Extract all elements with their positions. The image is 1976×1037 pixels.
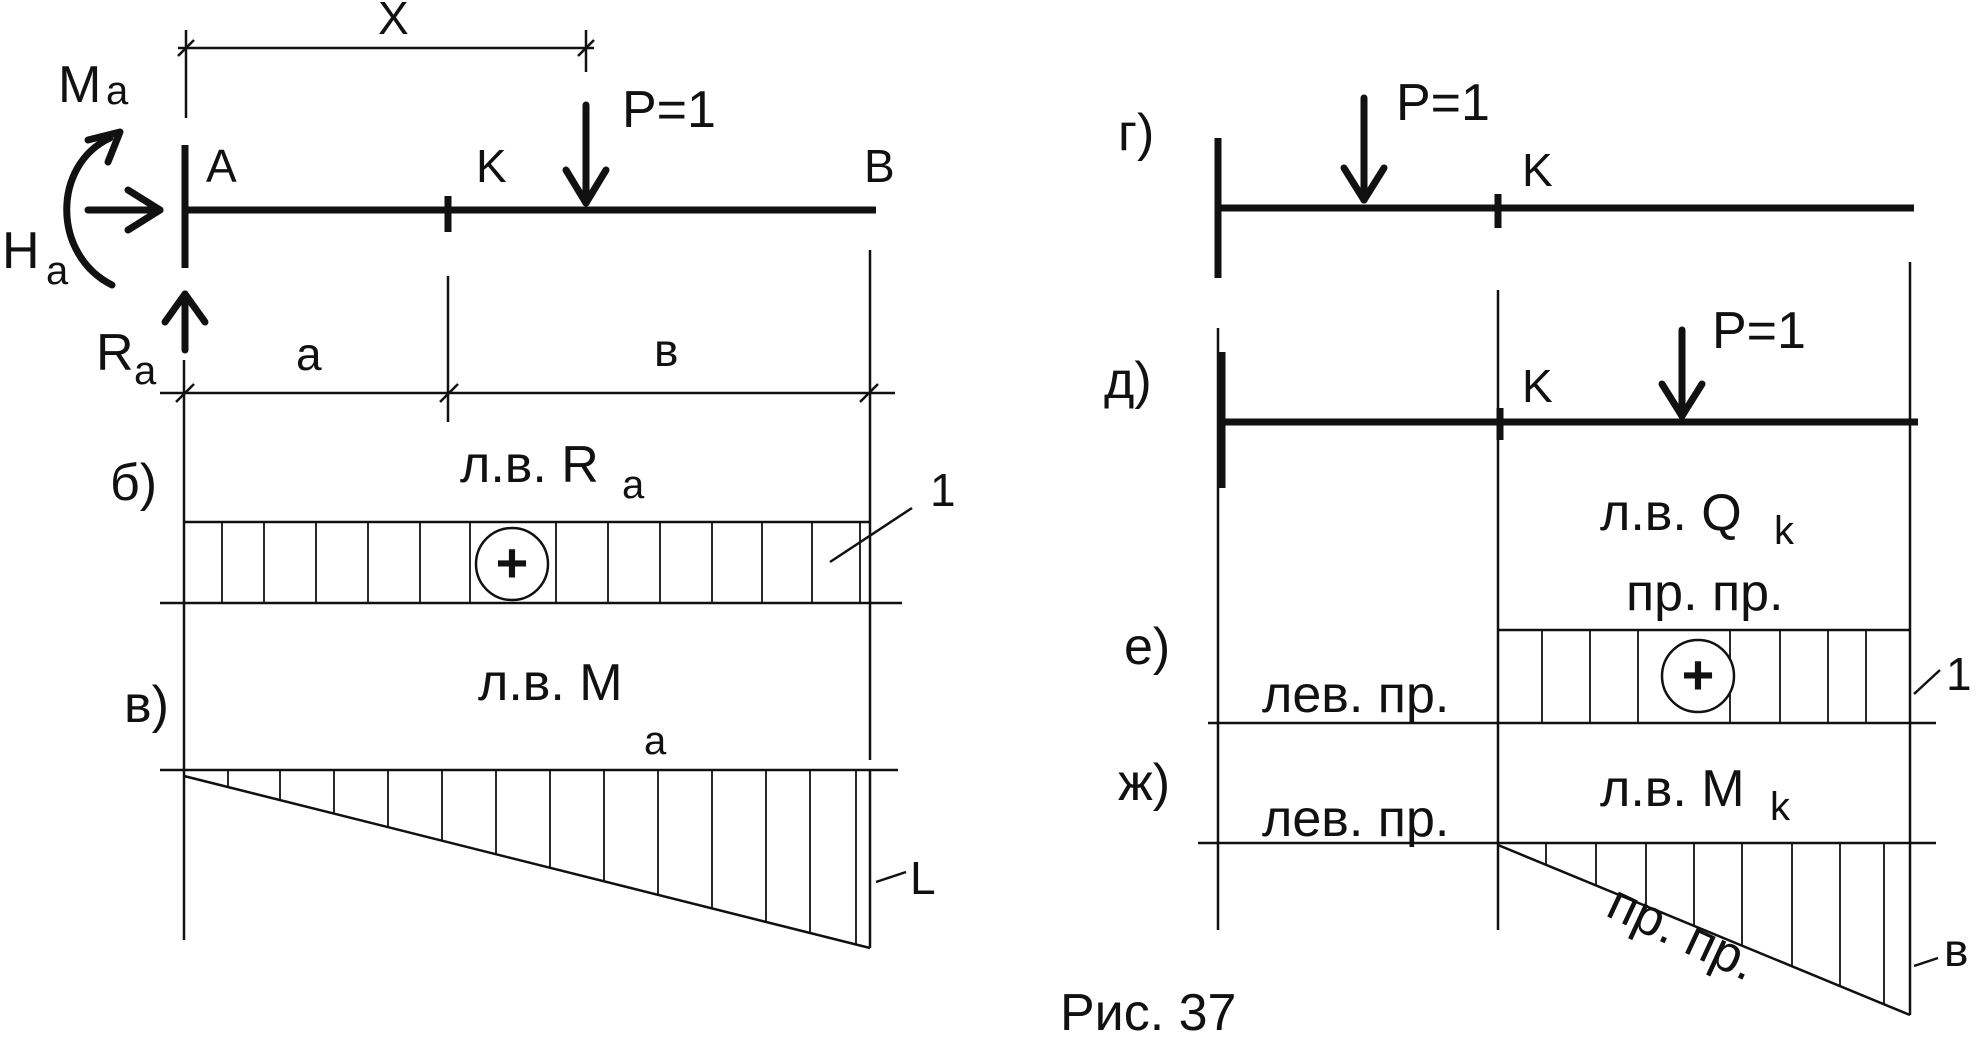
horiz-label: H (2, 222, 40, 280)
panel-zh-value: в (1944, 924, 1968, 976)
panel-v-letter: в) (124, 676, 169, 734)
dimension-b-label: в (654, 324, 678, 376)
panel-g-scheme: г) P=1 K (1118, 74, 1914, 278)
panel-v-influence-ma: в) л.в. M a L (124, 654, 936, 950)
panel-d-k: K (1522, 360, 1553, 412)
panel-e-influence-qk: л.в. Q k пр. пр. е) лев. пр. + 1 (1124, 484, 1972, 725)
point-b-label: B (864, 140, 895, 192)
panel-e-title: л.в. Q (1600, 484, 1742, 542)
dimension-x (177, 30, 595, 118)
load-label: P=1 (622, 81, 716, 139)
moment-sub: a (106, 69, 129, 113)
react-sub: a (134, 349, 157, 393)
panel-g-k: K (1522, 144, 1553, 196)
panel-zh-letter: ж) (1118, 754, 1170, 812)
panel-d-scheme: д) P=1 K (1104, 302, 1918, 488)
figure-caption: Рис. 37 (1060, 984, 1236, 1037)
panel-b-letter: б) (110, 454, 157, 512)
panel-b-hatching (221, 522, 861, 603)
panel-b-title-sub: a (622, 463, 645, 507)
panel-b-sign: + (496, 531, 529, 594)
dimension-ab (160, 250, 895, 760)
panel-g-letter: г) (1118, 104, 1154, 162)
panel-v-value: L (910, 852, 936, 904)
panel-b-title: л.в. R (460, 436, 599, 494)
panel-v-title: л.в. M (478, 654, 623, 712)
point-a-label: A (206, 140, 237, 192)
moment-arrow-icon (63, 128, 124, 289)
moment-label: M (58, 56, 101, 114)
panel-e-left-label: лев. пр. (1262, 666, 1449, 724)
panel-b-value: 1 (930, 464, 956, 516)
panel-d-load-arrow-icon (1658, 326, 1706, 420)
panel-zh-title-sub: k (1770, 785, 1791, 829)
left-beam-scheme: P=1 M a H a R a A K B (2, 0, 895, 940)
panel-e-sign-circle (1660, 638, 1736, 714)
panel-b-influence-ra: б) л.в. R a + 1 (110, 436, 956, 605)
panel-v-title-sub: a (644, 719, 667, 763)
dimension-a-label: a (296, 328, 322, 380)
panel-d-letter: д) (1104, 352, 1152, 410)
panel-e-sign: + (1682, 643, 1715, 706)
panel-zh-title: л.в. M (1600, 760, 1745, 818)
panel-e-value: 1 (1946, 648, 1972, 700)
panel-e-right-label: пр. пр. (1626, 564, 1784, 622)
horizontal-reaction-arrow-icon (84, 186, 164, 234)
panel-g-load-arrow-icon (1340, 94, 1388, 204)
panel-b-sign-circle (474, 526, 550, 602)
panel-d-load: P=1 (1712, 302, 1806, 360)
panel-zh-left-label: лев. пр. (1262, 790, 1449, 848)
panel-zh-hatching (1545, 843, 1885, 1004)
panel-zh-influence-mk: ж) л.в. M k лев. пр. пр. пр. в (1118, 754, 1968, 1017)
panel-e-letter: е) (1124, 618, 1170, 676)
panel-v-ordinate-line (183, 774, 871, 950)
panel-zh-ordinate-line (1497, 843, 1911, 1017)
dimension-x-label: X (378, 0, 409, 44)
panel-e-title-sub: k (1774, 509, 1795, 553)
point-k-label: K (476, 140, 507, 192)
panel-zh-right-label: пр. пр. (1599, 873, 1766, 992)
vertical-reaction-arrow-icon (161, 290, 209, 354)
load-arrow-icon (562, 101, 610, 207)
react-label: R (96, 324, 134, 382)
panel-v-hatching (227, 770, 857, 944)
horiz-sub: a (46, 249, 69, 293)
panel-g-load: P=1 (1396, 74, 1490, 132)
